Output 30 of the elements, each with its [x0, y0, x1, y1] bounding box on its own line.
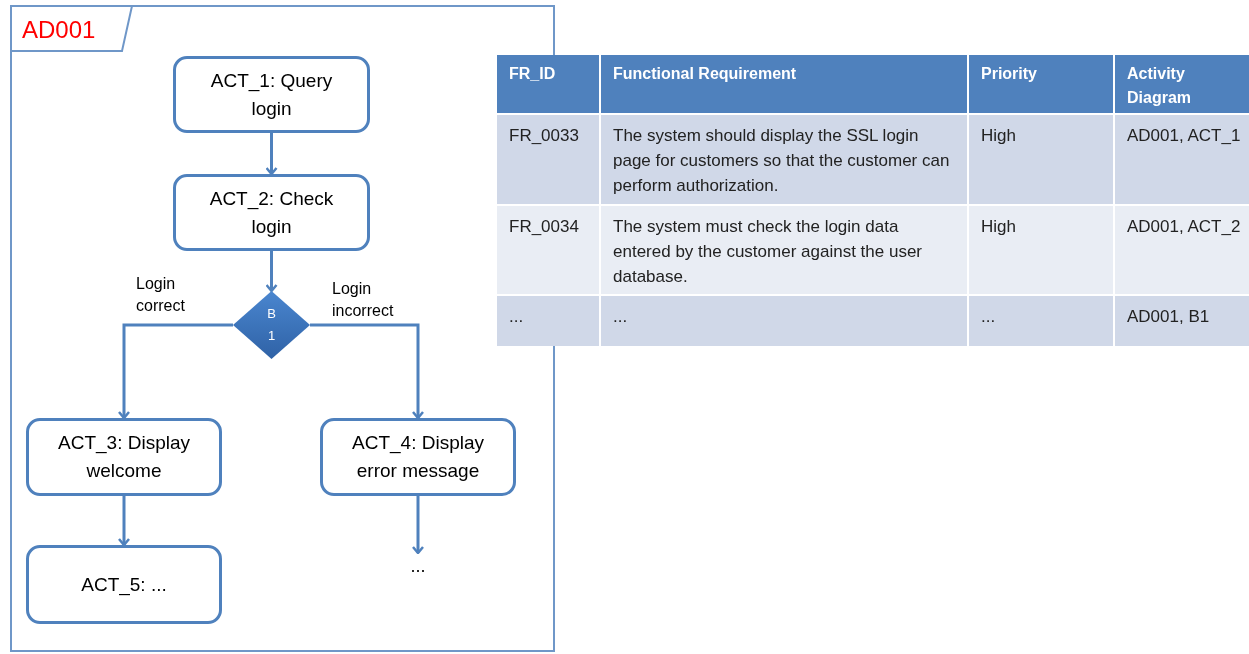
- continuation-text: ...: [393, 553, 443, 579]
- arrow: [265, 133, 278, 176]
- table-cell: ...: [601, 296, 967, 346]
- arrow: [310, 323, 425, 420]
- arrow: [265, 251, 278, 293]
- table-cell: ...: [497, 296, 599, 346]
- arrow: [117, 323, 233, 420]
- activity-box: ACT_1: Query login: [173, 56, 370, 133]
- table-header-cell: Activity Diagram: [1115, 55, 1249, 113]
- table-cell: FR_0033: [497, 115, 599, 204]
- table-cell: FR_0034: [497, 206, 599, 294]
- decision-diamond: B 1: [233, 291, 310, 359]
- table-cell: High: [969, 206, 1113, 294]
- activity-box: ACT_5: ...: [26, 545, 222, 624]
- activity-box: ACT_2: Check login: [173, 174, 370, 251]
- arrow: [117, 496, 131, 547]
- activity-box: ACT_4: Display error message: [320, 418, 516, 496]
- table-header-cell: FR_ID: [497, 55, 599, 113]
- table-cell: The system should display the SSL login page for customers so that the customer can perform authorization.: [601, 115, 967, 204]
- table-cell: High: [969, 115, 1113, 204]
- table-cell: AD001, B1: [1115, 296, 1249, 346]
- table-header-cell: Priority: [969, 55, 1113, 113]
- frame-title: AD001: [22, 15, 96, 45]
- table-cell: ...: [969, 296, 1113, 346]
- arrow: [411, 496, 425, 555]
- table-cell: AD001, ACT_1: [1115, 115, 1249, 204]
- table-cell: The system must check the login data entered by the customer against the user database.: [601, 206, 967, 294]
- table-header-cell: Functional Requirement: [601, 55, 967, 113]
- activity-box: ACT_3: Display welcome: [26, 418, 222, 496]
- table-cell: AD001, ACT_2: [1115, 206, 1249, 294]
